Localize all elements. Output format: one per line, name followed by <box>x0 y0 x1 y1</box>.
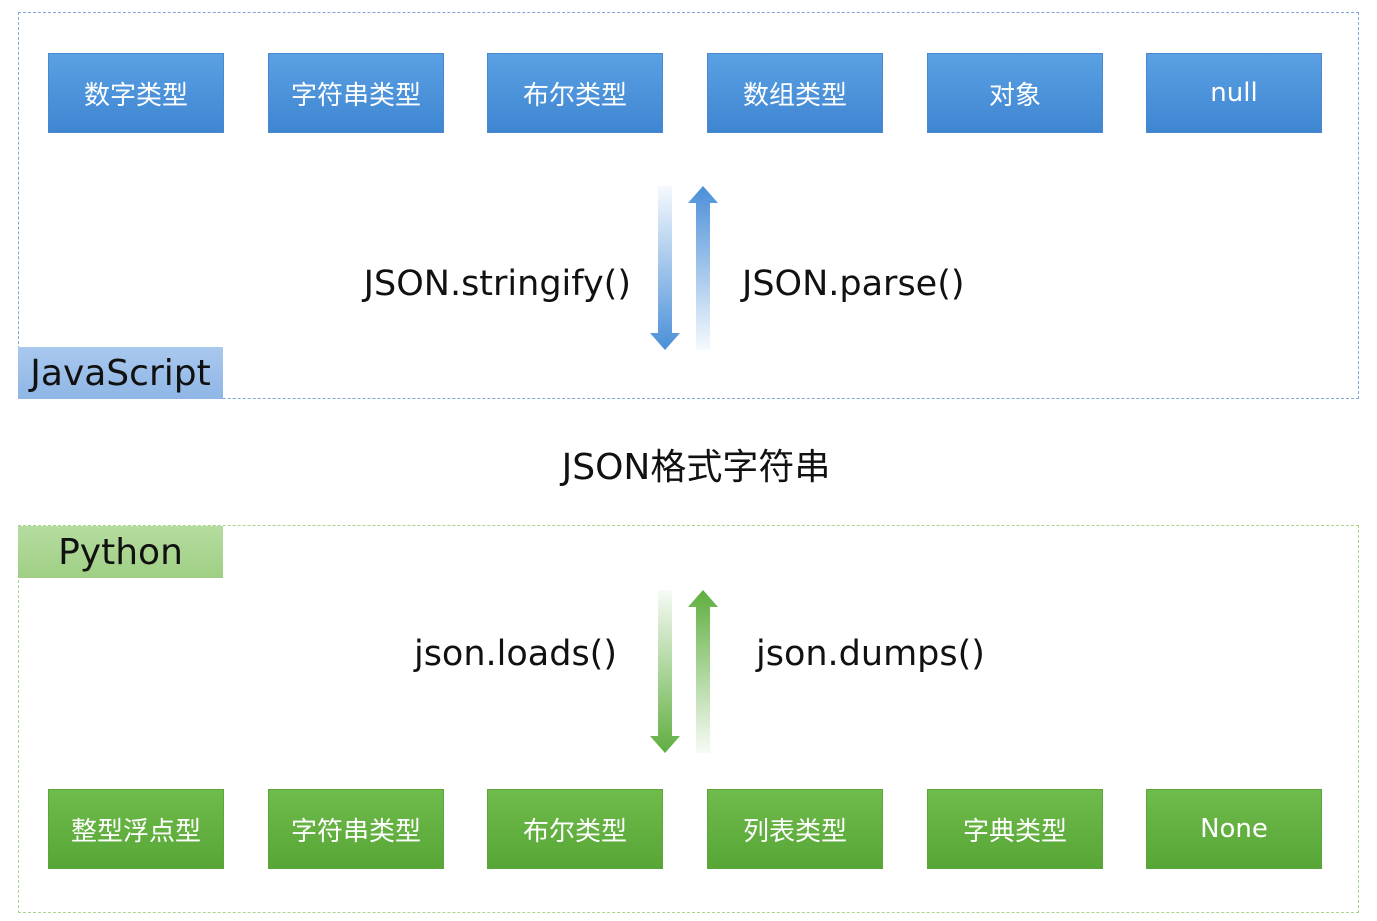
js-type-array: 数组类型 <box>707 53 883 133</box>
javascript-label: JavaScript <box>18 347 223 399</box>
js-type-boolean: 布尔类型 <box>487 53 663 133</box>
json-parse-label: JSON.parse() <box>742 264 965 304</box>
py-type-boolean: 布尔类型 <box>487 789 663 869</box>
json-loads-label: json.loads() <box>413 634 617 674</box>
python-frame <box>18 525 1359 913</box>
py-down-arrow-icon <box>650 590 680 753</box>
json-string-title: JSON格式字符串 <box>561 447 831 488</box>
py-up-arrow-icon <box>688 590 718 753</box>
js-up-arrow-icon <box>688 186 718 350</box>
js-type-number: 数字类型 <box>48 53 224 133</box>
js-type-null: null <box>1146 53 1322 133</box>
py-type-string: 字符串类型 <box>268 789 444 869</box>
js-type-string: 字符串类型 <box>268 53 444 133</box>
py-type-int-float: 整型浮点型 <box>48 789 224 869</box>
js-type-object: 对象 <box>927 53 1103 133</box>
py-type-list: 列表类型 <box>707 789 883 869</box>
json-dumps-label: json.dumps() <box>756 634 985 674</box>
js-down-arrow-icon <box>650 186 680 350</box>
javascript-frame <box>18 12 1359 399</box>
json-stringify-label: JSON.stringify() <box>363 264 631 304</box>
py-type-dict: 字典类型 <box>927 789 1103 869</box>
py-type-none: None <box>1146 789 1322 869</box>
python-label: Python <box>18 526 223 578</box>
